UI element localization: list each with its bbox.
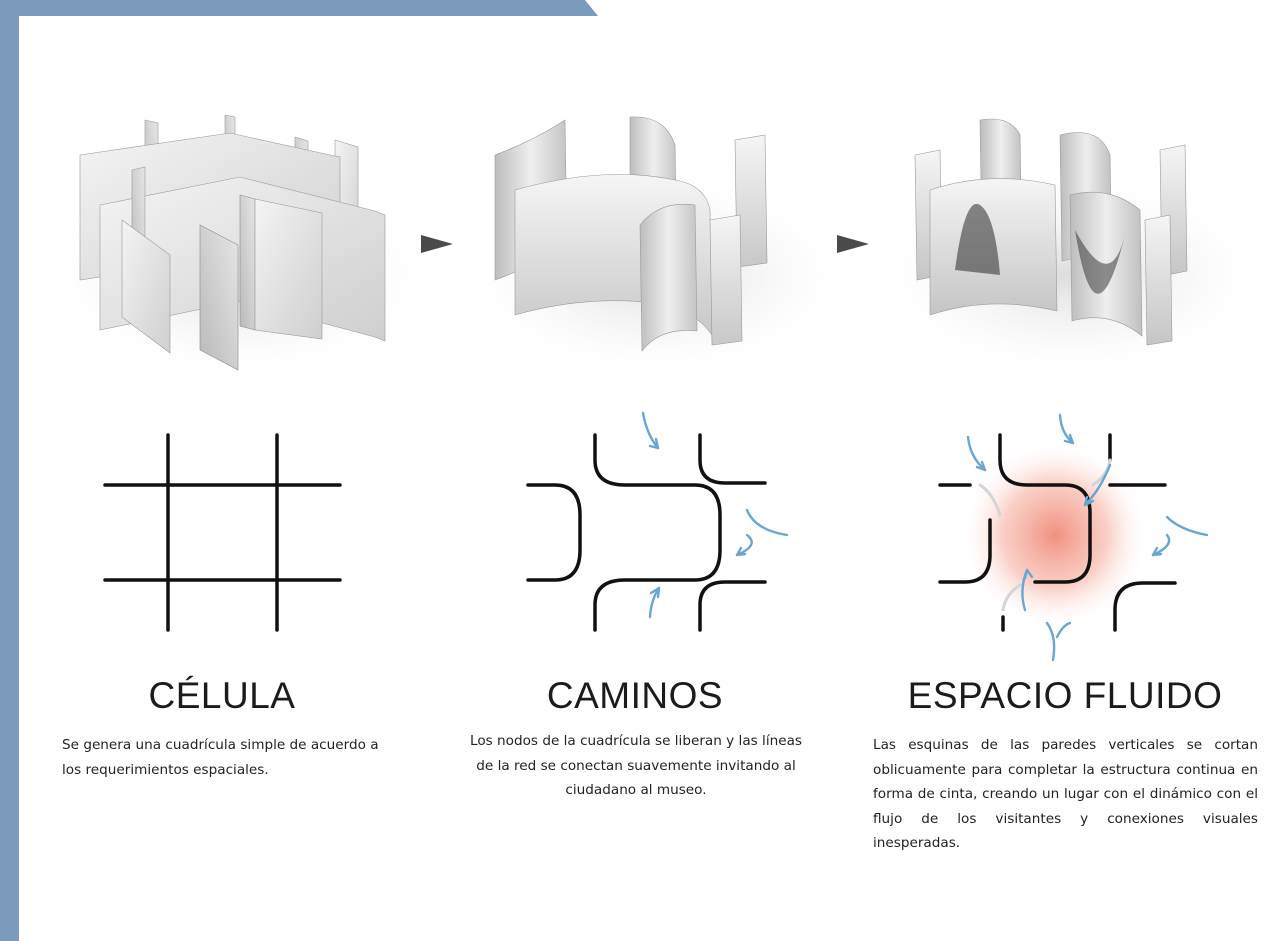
transition-arrow-2 xyxy=(837,235,869,253)
stage-description-celula: Se genera una cuadrícula simple de acuer… xyxy=(62,737,379,778)
diagram-espacio-fluido xyxy=(938,413,1209,662)
side-color-band xyxy=(0,0,19,941)
diagram-celula xyxy=(103,433,342,632)
stage-description-caminos: Los nodos de la cuadrícula se liberan y … xyxy=(470,733,802,798)
stage-title-celula: CÉLULA xyxy=(148,675,296,716)
stage-title-caminos: CAMINOS xyxy=(546,675,724,716)
diagram-caminos xyxy=(526,411,789,632)
render-celula xyxy=(40,114,440,385)
top-color-band xyxy=(0,0,598,16)
stage-title-espacio-fluido: ESPACIO FLUIDO xyxy=(907,675,1223,716)
curved-arrow-icon xyxy=(641,411,789,619)
curved-arrow-icon xyxy=(966,413,1209,662)
render-caminos xyxy=(455,116,855,385)
transition-arrow-1 xyxy=(421,235,453,253)
stage-description-espacio-fluido: Las esquinas de las paredes verticales s… xyxy=(873,737,1258,851)
render-espacio-fluido xyxy=(870,118,1267,385)
